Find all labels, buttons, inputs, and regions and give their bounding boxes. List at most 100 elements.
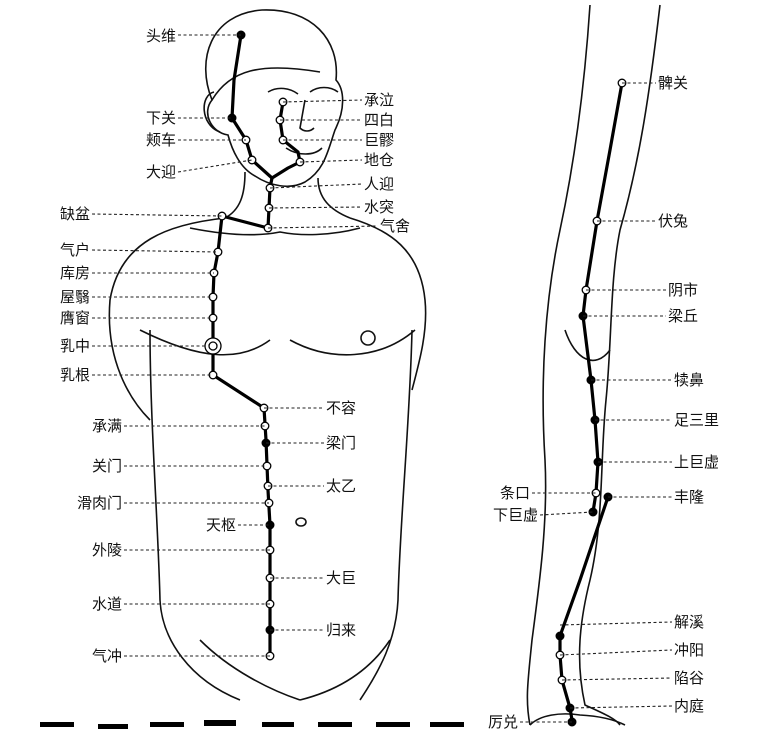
label-huaroumen: 滑肉门	[77, 494, 122, 512]
eye-right	[267, 87, 299, 95]
label-chengqi: 承泣	[364, 91, 394, 109]
label-chongyang: 冲阳	[674, 641, 704, 659]
leader-xiajuxu	[539, 511, 594, 516]
label-taiyi: 太乙	[326, 477, 356, 495]
meridian-head	[230, 33, 274, 180]
meridian-neck	[266, 176, 274, 230]
label-tiaokou: 条口	[500, 484, 530, 502]
neck-right	[317, 177, 351, 219]
ear-outline	[203, 91, 221, 133]
label-tianshu: 天枢	[206, 516, 236, 534]
title-stroke-4	[204, 720, 236, 726]
head-outline	[204, 9, 344, 188]
labels-torso-right: 承泣 四白 巨髎 地仓 人迎 水突 气舍 不容 梁门 太乙 大巨 归来	[326, 91, 410, 639]
eye-left	[309, 86, 339, 93]
title-stroke-5	[262, 722, 294, 727]
clavicle	[189, 227, 361, 236]
label-dicang: 地仓	[364, 151, 394, 169]
leader-dicang	[299, 159, 363, 163]
hairline	[211, 67, 321, 101]
point-daying	[247, 155, 257, 165]
meridian-chest	[211, 214, 272, 657]
meridian-thigh	[581, 81, 624, 514]
label-shuitu: 水突	[364, 198, 394, 216]
label-sibai: 四白	[364, 111, 394, 129]
labels-leg: 髀关 伏兔 阴市 梁丘 犊鼻 足三里 上巨虚 条口 下巨虚 丰隆 解溪 冲阳 陷…	[488, 74, 719, 731]
leg-inner	[578, 4, 661, 726]
label-yingchuang: 膺窗	[60, 309, 90, 327]
torso-points	[204, 30, 305, 661]
label-liangqiu: 梁丘	[668, 307, 698, 325]
leader-chongyang	[559, 649, 673, 656]
label-xiangu: 陷谷	[674, 669, 704, 687]
leader-shuitu	[268, 206, 363, 209]
label-xiajuxu: 下巨虚	[493, 506, 538, 524]
label-yinshi: 阴市	[668, 281, 698, 299]
label-juliao: 巨髎	[364, 131, 394, 149]
label-daju: 大巨	[326, 569, 356, 587]
label-quepen: 缺盆	[60, 205, 90, 223]
chest-line-right	[289, 329, 416, 356]
label-guilai: 归来	[326, 621, 356, 639]
title-stroke-7	[376, 722, 410, 727]
label-qichong: 气冲	[92, 647, 122, 665]
point-quepen	[217, 211, 227, 221]
label-futu: 伏兔	[658, 212, 688, 230]
pelvis-left	[199, 639, 301, 701]
neck-left	[224, 171, 246, 219]
point-xiajuxu	[588, 507, 598, 517]
label-daying: 大迎	[146, 163, 176, 181]
label-rugen: 乳根	[60, 366, 90, 384]
left-shoulder	[108, 217, 226, 421]
label-burong: 不容	[326, 399, 356, 417]
leader-xiangu	[561, 677, 673, 681]
label-lidui: 厉兑	[488, 713, 518, 731]
title-stroke-1	[40, 722, 74, 727]
label-chengman: 承满	[92, 417, 122, 435]
point-tiaokou	[591, 488, 601, 498]
label-xiaguan: 下关	[146, 109, 176, 127]
pelvis-right	[299, 639, 391, 701]
foot	[529, 713, 626, 726]
leader-neiting	[569, 705, 673, 709]
label-kufang: 库房	[60, 264, 90, 282]
leader-chengqi	[282, 99, 363, 103]
label-jiexi: 解溪	[674, 613, 704, 631]
labels-torso-left: 头维 下关 颊车 大迎 缺盆 气户 库房 屋翳 膺窗 乳中 乳根 承满 关门 滑…	[60, 27, 236, 665]
leg-points	[555, 78, 627, 727]
label-shangjuxu: 上巨虚	[674, 453, 719, 471]
point-chengman	[260, 421, 270, 431]
right-nipple	[360, 330, 376, 346]
label-fenglong: 丰隆	[674, 488, 704, 506]
leader-renying	[269, 183, 363, 189]
label-qihu: 气户	[60, 241, 90, 259]
navel	[295, 517, 307, 527]
torso-left	[149, 329, 241, 701]
point-ruzhong	[208, 341, 218, 351]
label-liangmen: 梁门	[326, 434, 356, 452]
title-stroke-6	[318, 722, 352, 727]
point-jiexi	[555, 631, 565, 641]
torso-figure	[108, 9, 427, 701]
stomach-meridian-torso	[211, 33, 302, 657]
leaders-torso-left	[91, 34, 270, 657]
leader-daying	[177, 159, 253, 173]
label-guanmen: 关门	[92, 457, 122, 475]
title-stroke-2	[98, 724, 128, 729]
title-stroke-8	[430, 722, 464, 727]
label-jiache: 颊车	[146, 131, 176, 149]
label-dubi: 犊鼻	[674, 371, 704, 389]
cropped-title-fragment	[40, 720, 464, 729]
mouth	[285, 147, 323, 155]
leaders-torso-right	[264, 99, 379, 631]
label-wailing: 外陵	[92, 541, 122, 559]
title-stroke-3	[150, 722, 184, 727]
leg-figure	[526, 4, 661, 726]
kneecap	[564, 329, 611, 362]
torso-right	[359, 329, 413, 701]
label-ruzhong: 乳中	[60, 337, 90, 355]
leader-jiexi	[559, 621, 673, 626]
right-shoulder	[349, 217, 427, 391]
label-biguan: 髀关	[658, 74, 688, 92]
